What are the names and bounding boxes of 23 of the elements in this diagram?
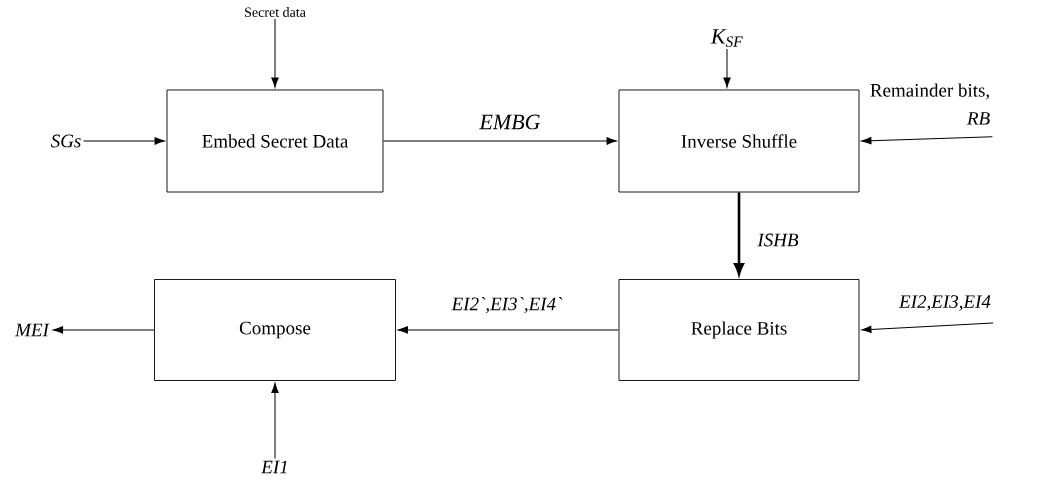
input-label: Secret data (245, 7, 306, 17)
arrow (861, 136, 993, 145)
process-box: Replace Bits (618, 279, 860, 381)
edge-label: ISHB (757, 233, 799, 247)
process-box: Inverse Shuffle (618, 89, 860, 193)
input-label: MEI (14, 323, 50, 337)
arrow (382, 137, 617, 145)
arrow (271, 382, 279, 460)
arrow (397, 326, 620, 334)
arrow (83, 137, 165, 145)
edge-label: EI2`,EI3`,EI4` (451, 296, 563, 314)
process-box: Embed Secret Data (166, 89, 384, 193)
input-label: SGs (50, 134, 81, 148)
arrow (723, 48, 731, 88)
arrow (861, 322, 994, 334)
input-label: EI2,EI3,EI4 (898, 295, 991, 311)
process-box: Compose (154, 279, 396, 381)
input-label: EI1 (261, 460, 287, 474)
input-label: K$_{SF}$ (710, 29, 743, 47)
edge-label: EMBG (479, 114, 541, 130)
arrow (52, 326, 155, 334)
arrow (271, 18, 279, 88)
input-label: Remainder bits, RB (870, 83, 990, 125)
